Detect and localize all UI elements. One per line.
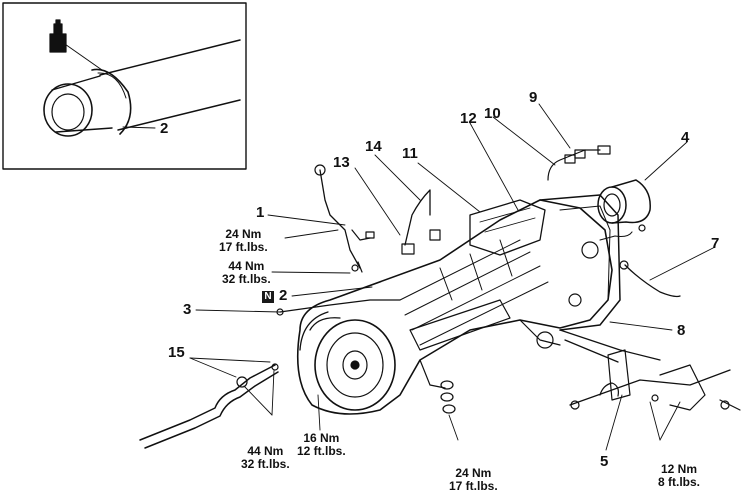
bracket-part-1: [351, 229, 371, 273]
torque-ftlbs: 17 ft.lbs.: [219, 239, 268, 254]
cable-part-7: [624, 264, 681, 298]
torque-spec-2: 44 Nm 32 ft.lbs.: [222, 260, 271, 285]
callout-1: 1: [256, 204, 265, 221]
callout-15: 15: [168, 344, 185, 361]
torque-ftlbs: 32 ft.lbs.: [241, 456, 290, 471]
torque-nm: 16 Nm: [303, 431, 340, 445]
torque-nm: 24 Nm: [225, 227, 262, 241]
callout-12: 12: [460, 110, 477, 127]
leader-lines: [189, 103, 716, 451]
n-marker: N: [262, 291, 274, 303]
inset-detail: [2, 2, 247, 170]
bolts: [351, 264, 456, 414]
torque-nm: 44 Nm: [228, 259, 265, 273]
connector-parts-9-10: [547, 145, 611, 181]
torque-spec-1: 24 Nm 17 ft.lbs.: [219, 228, 268, 253]
torque-spec-4: 16 Nm 12 ft.lbs.: [297, 432, 346, 457]
torque-ftlbs: 32 ft.lbs.: [222, 271, 271, 286]
torque-ftlbs: 17 ft.lbs.: [449, 478, 498, 493]
linkage-part-5: [569, 349, 741, 411]
callout-11: 11: [402, 145, 418, 162]
inset-callout-2: 2: [160, 120, 169, 137]
callout-5: 5: [600, 453, 609, 470]
seal-part-4: [597, 179, 651, 224]
callout-14: 14: [365, 138, 382, 155]
callout-8: 8: [677, 322, 686, 339]
torque-spec-5: 24 Nm 17 ft.lbs.: [449, 467, 498, 492]
torque-ftlbs: 12 ft.lbs.: [297, 443, 346, 458]
inset-bushing: [43, 83, 93, 137]
callout-9: 9: [529, 89, 538, 106]
callout-2: 2: [279, 287, 288, 304]
callout-4: 4: [681, 129, 690, 146]
callout-13: 13: [333, 154, 350, 171]
bell-housing: [314, 319, 396, 411]
callout-10: 10: [484, 105, 501, 122]
harness-parts-13-14: [314, 164, 441, 269]
inset-collar: [91, 68, 132, 135]
torque-nm: 12 Nm: [660, 462, 698, 476]
transmission-assembly: [296, 194, 661, 415]
inset-frame: [2, 2, 247, 170]
torque-nm: 24 Nm: [455, 466, 492, 480]
cooler-lines-part-15: [139, 363, 279, 449]
torque-ftlbs: 8 ft.lbs.: [658, 474, 701, 489]
grease-icon: [49, 19, 67, 53]
callout-7: 7: [711, 235, 720, 252]
torque-spec-3: 44 Nm 32 ft.lbs.: [241, 445, 290, 470]
callout-3: 3: [183, 301, 192, 318]
torque-nm: 44 Nm: [247, 444, 284, 458]
cable-part-3: [279, 299, 401, 313]
inset-shaft: [99, 39, 241, 131]
torque-spec-6: 12 Nm 8 ft.lbs.: [658, 463, 700, 488]
